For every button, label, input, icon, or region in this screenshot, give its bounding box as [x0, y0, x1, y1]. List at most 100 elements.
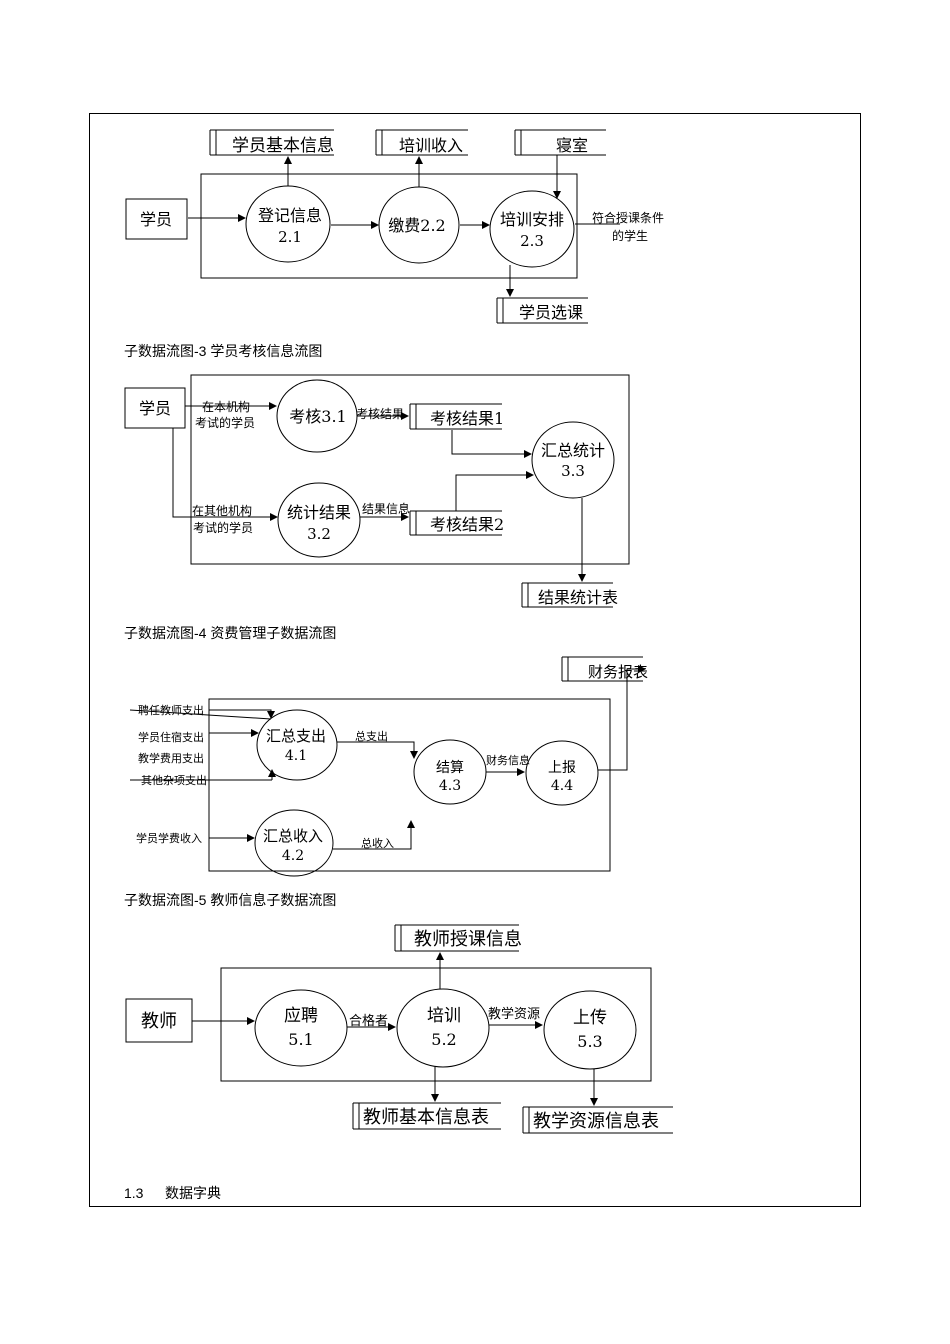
d3-flow-other-line1: 在其他机构 — [192, 503, 252, 518]
d3-flow-local-line2: 考试的学员 — [195, 415, 255, 430]
d4-in-teaching-pay-label: 教学费用支出 — [138, 751, 204, 765]
d2-store-course-select-label: 学员选课 — [519, 303, 583, 322]
diagram-2-text: 学员 学员基本信息 培训收入 寝室 学员选课 登记信息 2.1 缴费2.2 培训… — [140, 136, 664, 322]
d2-store-dorm-shape — [514, 129, 606, 156]
d4-process-4-4 — [525, 740, 599, 806]
d3-store-stats-shape — [521, 582, 613, 608]
d4-process-4-2 — [254, 809, 334, 877]
d3-external-student-box — [124, 387, 186, 429]
d4-in-teacher-pay-line — [129, 709, 272, 720]
d4-flow-finance-info-label: 财务信息 — [486, 753, 530, 767]
d3-flow-exam-result-label: 考核结果 — [356, 407, 404, 421]
d5-boundary — [220, 967, 652, 1082]
d3-p33-name: 汇总统计 — [541, 441, 605, 460]
d5-p53-id: 5.3 — [577, 1032, 602, 1051]
d5-store-resource-info-shape — [522, 1106, 673, 1134]
d2-p23-name: 培训安排 — [500, 210, 564, 229]
d5-flow-qualified-label: 合格者 — [349, 1013, 388, 1029]
d3-store-result1-shape — [409, 403, 502, 430]
d4-flow-4-1-to-4-3 — [337, 741, 418, 759]
d2-process-2-3 — [489, 190, 575, 268]
diagram-4 — [129, 656, 646, 877]
d2-out-label-line1: 符合授课条件 — [592, 210, 664, 225]
d4-p43-id: 4.3 — [439, 778, 461, 794]
d4-in-dorm-pay-label: 学员住宿支出 — [138, 730, 204, 744]
d3-caption: 子数据流图-3 学员考核信息流图 — [124, 343, 322, 359]
d2-p21-name: 登记信息 — [258, 206, 322, 225]
d5-process-5-1 — [254, 989, 348, 1067]
d2-boundary — [200, 173, 578, 279]
d4-process-4-1 — [256, 709, 338, 781]
d2-store-dorm-label: 寝室 — [556, 136, 588, 155]
d5-external-teacher-label: 教师 — [141, 1011, 177, 1032]
d5-flow-resource-label: 教学资源 — [488, 1006, 540, 1022]
d3-flow-other-line2: 考试的学员 — [193, 520, 253, 535]
d5-caption: 子数据流图-5 教师信息子数据流图 — [124, 892, 336, 908]
d4-p44-id: 4.4 — [551, 778, 573, 794]
d4-caption: 子数据流图-4 资费管理子数据流图 — [124, 625, 336, 641]
d2-p21-id: 2.1 — [278, 228, 302, 246]
d2-store-course-select-shape — [496, 297, 588, 324]
d5-store-teaching-info-label: 教师授课信息 — [414, 929, 522, 950]
d3-store-stats-label: 结果统计表 — [538, 588, 618, 607]
d2-store-student-info-shape — [209, 129, 334, 156]
d4-flow-4-4-to-finance — [598, 665, 646, 771]
d2-store-income-label: 培训收入 — [399, 136, 463, 155]
d5-p53-name: 上传 — [573, 1008, 607, 1028]
d3-p33-id: 3.3 — [561, 462, 585, 480]
d5-store-teacher-info-label: 教师基本信息表 — [363, 1107, 489, 1128]
d4-flow-total-in-label: 总收入 — [361, 836, 394, 850]
section-number: 1.3 — [124, 1185, 144, 1201]
d5-p51-id: 5.1 — [288, 1030, 313, 1049]
diagram-2 — [125, 129, 620, 324]
d4-store-finance-label: 财务报表 — [588, 663, 648, 681]
d5-p51-name: 应聘 — [284, 1006, 318, 1026]
d5-p52-id: 5.2 — [431, 1030, 456, 1049]
diagram-5 — [125, 924, 673, 1134]
d4-in-tuition-label: 学员学费收入 — [136, 831, 202, 845]
d4-flow-teacher-pay — [209, 709, 275, 719]
d2-external-student-label: 学员 — [140, 210, 172, 229]
d3-p32-id: 3.2 — [307, 525, 331, 543]
d2-store-student-info-label: 学员基本信息 — [232, 136, 334, 156]
d3-flow-result1-to-3-3 — [451, 430, 532, 458]
d3-flow-local-line1: 在本机构 — [202, 399, 250, 414]
d4-p41-name: 汇总支出 — [266, 727, 326, 745]
d4-in-misc-pay-label: 其他杂项支出 — [141, 773, 207, 787]
d5-store-teaching-info-shape — [394, 924, 519, 952]
d3-process-3-2 — [277, 482, 361, 558]
d4-p43-name: 结算 — [436, 760, 464, 776]
page-frame — [89, 113, 861, 1207]
d5-store-teacher-info-shape — [352, 1102, 501, 1130]
d4-flow-total-out-label: 总支出 — [355, 729, 388, 743]
d5-p52-name: 培训 — [427, 1006, 461, 1026]
diagram-4-text: 财务报表 聘任教师支出 学员住宿支出 教学费用支出 其他杂项支出 学员学费收入 … — [136, 663, 648, 864]
diagram-3 — [124, 374, 630, 608]
d5-store-resource-info-label: 教学资源信息表 — [533, 1111, 659, 1132]
d3-flow-result2-to-3-3 — [455, 471, 534, 511]
d3-store-result1-label: 考核结果1 — [430, 409, 504, 428]
section-title: 数据字典 — [165, 1185, 221, 1201]
d3-store-result2-label: 考核结果2 — [430, 515, 504, 534]
d2-p23-id: 2.3 — [520, 232, 544, 250]
d4-in-teacher-pay-label: 聘任教师支出 — [138, 703, 204, 717]
d3-p31-name: 考核3.1 — [289, 407, 346, 426]
d4-boundary — [208, 698, 611, 872]
d4-p41-id: 4.1 — [285, 748, 307, 764]
diagram-5-text: 教师 教师授课信息 教师基本信息表 教学资源信息表 应聘 5.1 培训 5.2 … — [141, 929, 659, 1132]
d4-store-finance-shape — [561, 656, 643, 682]
d5-process-5-2 — [396, 988, 490, 1068]
d4-p44-name: 上报 — [548, 760, 576, 776]
d4-p42-id: 4.2 — [282, 848, 304, 864]
d3-boundary — [190, 374, 630, 565]
d5-process-5-3 — [543, 990, 637, 1070]
d3-flow-result-info-label: 结果信息 — [362, 501, 410, 516]
d2-p22-name: 缴费2.2 — [388, 216, 445, 235]
d3-flow-student-to-3-2 — [172, 428, 278, 521]
d3-external-student-label: 学员 — [139, 399, 171, 418]
d4-p42-name: 汇总收入 — [263, 827, 323, 845]
d2-out-label-line2: 的学生 — [612, 228, 648, 243]
d3-p32-name: 统计结果 — [287, 503, 351, 522]
d2-external-student-box — [125, 198, 188, 240]
